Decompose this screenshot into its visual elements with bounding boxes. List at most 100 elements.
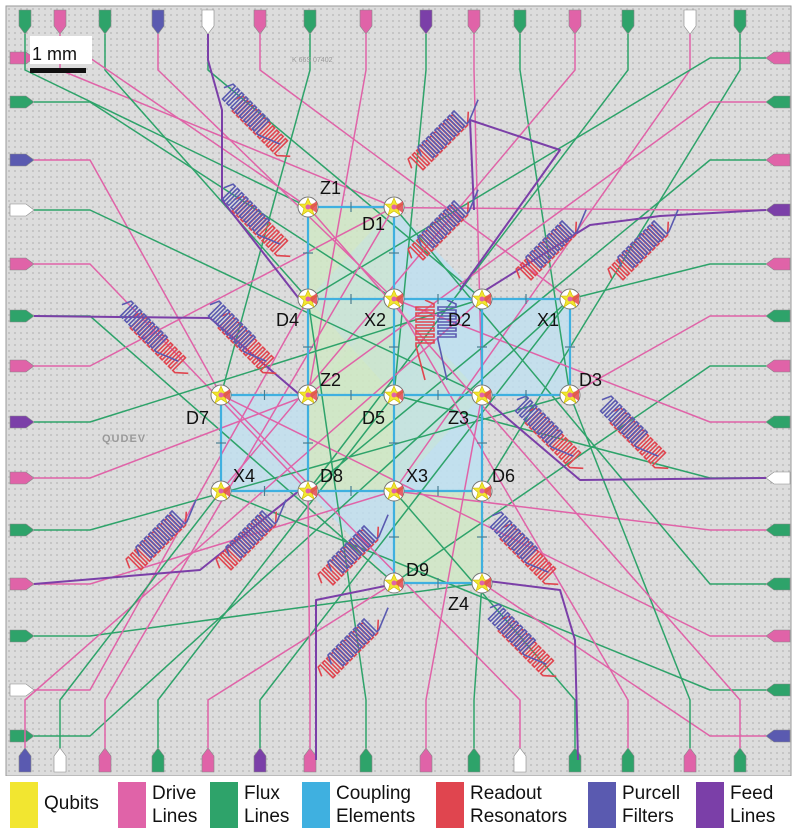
edge-pad	[765, 153, 791, 167]
purcell-filter-path	[514, 395, 574, 458]
legend-label-drive-1: Drive	[152, 783, 197, 804]
qubit-label-d8: D8	[320, 466, 343, 486]
qubit-d3	[559, 384, 581, 406]
purcell-filter-path	[489, 511, 549, 574]
edge-pad	[53, 9, 67, 35]
edge-pad	[9, 203, 35, 217]
qubit-z2	[297, 384, 319, 406]
scale-bar-line	[30, 68, 86, 73]
qubit-readout-tap	[394, 577, 403, 589]
route-line	[34, 394, 571, 531]
route-line	[569, 315, 766, 396]
edge-pad	[765, 95, 791, 109]
route-line	[569, 394, 691, 748]
purcell-filter	[221, 83, 281, 146]
legend-label-qubits: Qubits	[44, 793, 99, 814]
edge-pad	[359, 747, 373, 773]
qubit-d5	[383, 384, 405, 406]
edge-pad	[9, 471, 35, 485]
purcell-filter	[119, 300, 179, 363]
qubit-x2	[383, 288, 405, 310]
route-line	[393, 298, 629, 748]
legend-swatch-readout-resonators	[436, 782, 464, 828]
readout-resonator-path	[415, 299, 435, 381]
edge-pad	[513, 9, 527, 35]
edge-pad	[9, 629, 35, 643]
route-line	[157, 394, 395, 748]
edge-pad	[9, 683, 35, 697]
route-line	[34, 209, 483, 396]
edge-pad	[9, 359, 35, 373]
qubit-readout-tap	[221, 389, 230, 401]
qubit-label-x3: X3	[406, 466, 428, 486]
qubit-drive-tap	[305, 392, 311, 398]
edge-pad	[765, 523, 791, 537]
chip-logo: QUDEV	[102, 433, 146, 445]
edge-pad	[683, 747, 697, 773]
route-line	[481, 582, 766, 737]
route-line	[481, 34, 741, 492]
legend-label-feed-1: Feed	[730, 783, 774, 804]
qubit-drive-tap	[391, 296, 397, 302]
qubit-drive-tap	[391, 204, 397, 210]
edge-pad	[9, 309, 35, 323]
edge-pad	[765, 51, 791, 65]
edge-pad	[513, 747, 527, 773]
route-line	[307, 206, 766, 211]
legend-label-coupling-2: Elements	[336, 806, 416, 827]
qubit-d8	[297, 480, 319, 502]
qubit-drive-tap	[479, 488, 485, 494]
qubit-readout-tap	[482, 293, 491, 305]
edge-pad	[765, 415, 791, 429]
edge-pad	[98, 9, 112, 35]
edge-pad	[419, 9, 433, 35]
edge-pad	[359, 9, 373, 35]
edge-pad	[467, 747, 481, 773]
scale-bar-label: 1 mm	[32, 44, 77, 64]
route-line	[393, 490, 766, 531]
edge-pad	[683, 9, 697, 35]
purcell-filter-path	[599, 395, 659, 458]
qubit-x4	[210, 480, 232, 502]
qubit-label-d9: D9	[406, 560, 429, 580]
qubit-readout-tap	[482, 389, 491, 401]
edge-pad	[733, 9, 747, 35]
route-line	[34, 490, 395, 585]
edge-pad	[9, 729, 35, 743]
edge-pad	[151, 9, 165, 35]
qubit-drive-tap	[567, 392, 573, 398]
qubit-readout-tap	[482, 485, 491, 497]
edge-pad	[765, 359, 791, 373]
qubit-label-d4: D4	[276, 310, 299, 330]
purcell-filter	[417, 189, 479, 249]
purcell-filter	[135, 499, 197, 559]
purcell-filter	[327, 607, 389, 667]
edge-pad	[9, 415, 35, 429]
qubit-drive-tap	[391, 392, 397, 398]
edge-pad	[201, 9, 215, 35]
purcell-filter-path	[327, 607, 389, 667]
qubit-label-x2: X2	[364, 310, 386, 330]
qubit-drive-tap	[305, 204, 311, 210]
qubit-readout-tap	[221, 485, 230, 497]
readout-resonators	[119, 83, 679, 679]
readout-resonator	[415, 299, 435, 381]
chip-serial: K 66S 07402	[292, 57, 333, 64]
route-line	[24, 34, 309, 208]
legend-swatch-drive-lines	[118, 782, 146, 828]
route-line	[104, 34, 309, 300]
edge-pad	[253, 747, 267, 773]
route-line	[34, 394, 309, 479]
qubit-label-d1: D1	[362, 214, 385, 234]
legend-label-coupling-1: Coupling	[336, 783, 411, 804]
route-line	[220, 34, 311, 396]
legend-label-drive-2: Lines	[152, 806, 198, 827]
qubit-d4	[297, 288, 319, 310]
purcell-filter-path	[119, 300, 179, 363]
purcell-filter	[487, 603, 547, 666]
edge-pad	[765, 257, 791, 271]
legend-swatch-qubits	[10, 782, 38, 828]
